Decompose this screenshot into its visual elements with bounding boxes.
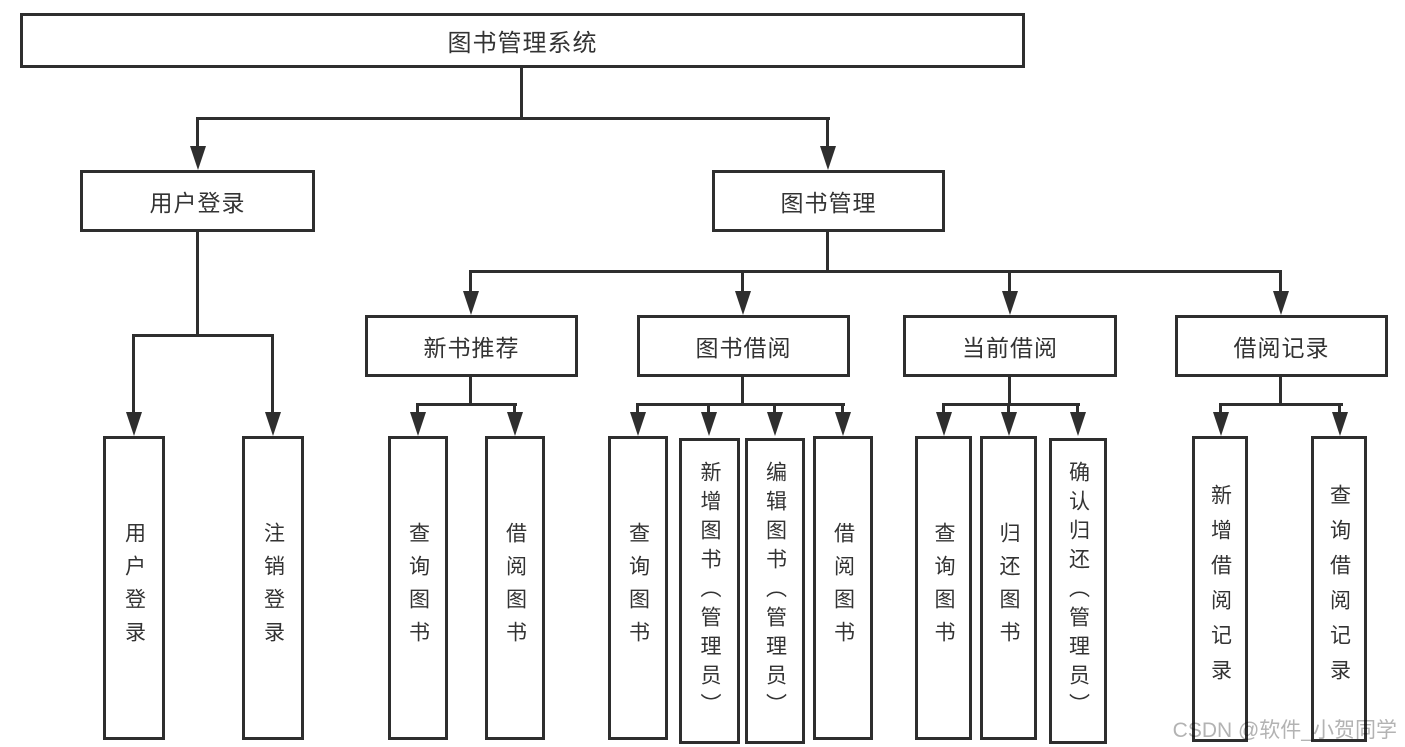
- leaf-label: 归还图书: [997, 522, 1020, 654]
- connector-v: [707, 403, 710, 415]
- connector-v: [271, 334, 274, 416]
- leaf-label: 查询图书: [406, 522, 430, 654]
- connector-v: [1007, 403, 1010, 415]
- connector-v: [1076, 403, 1079, 415]
- leaf-label: 借阅图书: [831, 522, 855, 654]
- node-user-login: 用户登录: [80, 170, 315, 232]
- arrowhead-down: [1070, 412, 1086, 436]
- arrowhead-down: [1001, 412, 1017, 436]
- node-user-login-label: 用户登录: [149, 190, 246, 216]
- arrowhead-down: [701, 412, 717, 436]
- leaf-label: 查询借阅记录: [1327, 484, 1351, 694]
- connector-v: [636, 403, 639, 415]
- node-root-label: 图书管理系统: [447, 30, 598, 57]
- leaf-edit-books-admin: 编辑图书（管理员）: [745, 438, 805, 744]
- node-new-books-label: 新书推荐: [423, 335, 520, 361]
- arrowhead-down: [820, 146, 836, 170]
- connector-v: [520, 68, 523, 119]
- connector-v: [469, 377, 472, 406]
- connector-v: [741, 270, 744, 294]
- leaf-label: 编辑图书（管理员）: [763, 460, 787, 722]
- connector-v: [1279, 270, 1282, 294]
- connector-v: [942, 403, 945, 415]
- leaf-query-books-current: 查询图书: [915, 436, 972, 740]
- node-current-borrow-label: 当前借阅: [962, 335, 1058, 361]
- connector-h: [469, 270, 1282, 273]
- csdn-watermark: CSDN @软件_小贺同学: [1172, 719, 1397, 742]
- arrowhead-down: [767, 412, 783, 436]
- leaf-borrow-books-newbooks: 借阅图书: [485, 436, 545, 740]
- leaf-label: 新增借阅记录: [1208, 484, 1232, 694]
- connector-v: [469, 270, 472, 294]
- connector-v: [416, 403, 419, 415]
- leaf-label: 查询图书: [932, 522, 955, 654]
- connector-v: [826, 117, 829, 149]
- leaf-label: 用户登录: [122, 522, 146, 654]
- leaf-query-books-newbooks: 查询图书: [388, 436, 448, 740]
- node-borrow-records: 借阅记录: [1175, 315, 1388, 377]
- leaf-label: 确认归还（管理员）: [1066, 460, 1090, 722]
- connector-h: [132, 334, 274, 337]
- leaf-add-books-admin: 新增图书（管理员）: [679, 438, 740, 744]
- node-current-borrow: 当前借阅: [903, 315, 1117, 377]
- arrowhead-down: [1273, 291, 1289, 315]
- connector-v: [741, 377, 744, 406]
- connector-h: [942, 403, 1080, 406]
- connector-v: [1219, 403, 1222, 415]
- arrowhead-down: [735, 291, 751, 315]
- arrowhead-down: [1332, 412, 1348, 436]
- connector-h: [1219, 403, 1343, 406]
- arrowhead-down: [1213, 412, 1229, 436]
- arrowhead-down: [1002, 291, 1018, 315]
- arrowhead-down: [265, 412, 281, 436]
- arrowhead-down: [463, 291, 479, 315]
- node-new-books: 新书推荐: [365, 315, 578, 377]
- leaf-label: 查询图书: [626, 522, 650, 654]
- node-borrow-records-label: 借阅记录: [1233, 335, 1330, 361]
- arrowhead-down: [126, 412, 142, 436]
- connector-v: [841, 403, 844, 415]
- arrowhead-down: [410, 412, 426, 436]
- connector-v: [513, 403, 516, 415]
- connector-v: [1008, 270, 1011, 294]
- leaf-label: 注销登录: [261, 522, 285, 654]
- arrowhead-down: [630, 412, 646, 436]
- arrowhead-down: [507, 412, 523, 436]
- connector-v: [132, 334, 135, 416]
- arrowhead-down: [835, 412, 851, 436]
- leaf-user-login: 用户登录: [103, 436, 165, 740]
- node-book-borrow-label: 图书借阅: [695, 335, 792, 361]
- leaf-add-borrow-record: 新增借阅记录: [1192, 436, 1248, 742]
- leaf-query-borrow-record: 查询借阅记录: [1311, 436, 1367, 742]
- connector-h: [416, 403, 517, 406]
- node-book-borrow: 图书借阅: [637, 315, 850, 377]
- connector-h: [636, 403, 845, 406]
- leaf-query-books-borrow: 查询图书: [608, 436, 668, 740]
- leaf-label: 借阅图书: [503, 522, 527, 654]
- connector-h: [196, 117, 830, 120]
- connector-v: [1008, 377, 1011, 406]
- leaf-return-books: 归还图书: [980, 436, 1037, 740]
- leaf-logout: 注销登录: [242, 436, 304, 740]
- leaf-borrow-books: 借阅图书: [813, 436, 873, 740]
- arrowhead-down: [936, 412, 952, 436]
- connector-v: [196, 117, 199, 149]
- node-book-mgmt-label: 图书管理: [780, 190, 877, 216]
- connector-v: [773, 403, 776, 415]
- connector-v: [1279, 377, 1282, 406]
- connector-v: [826, 232, 829, 273]
- node-root-system: 图书管理系统: [20, 13, 1025, 68]
- node-book-mgmt: 图书管理: [712, 170, 945, 232]
- connector-v: [1338, 403, 1341, 415]
- arrowhead-down: [190, 146, 206, 170]
- leaf-confirm-return-admin: 确认归还（管理员）: [1049, 438, 1107, 744]
- connector-v: [196, 232, 199, 337]
- leaf-label: 新增图书（管理员）: [698, 460, 721, 722]
